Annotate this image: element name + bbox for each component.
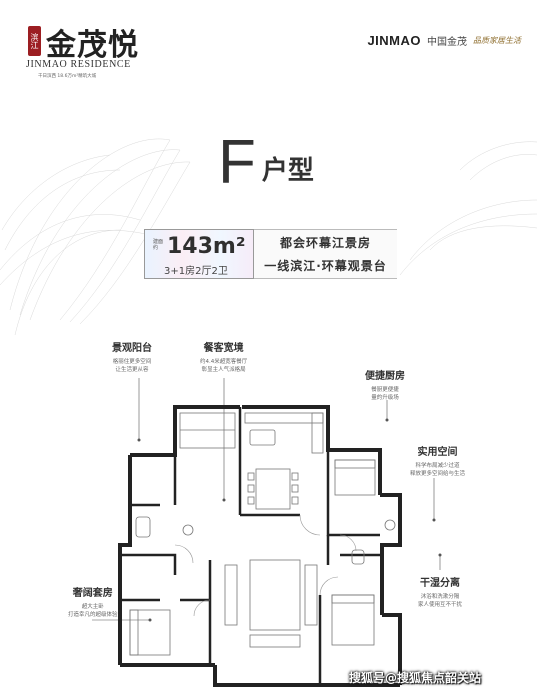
flower-line-art: [0, 138, 537, 336]
callout-dining: 餐客宽境 约4.4米超宽客餐厅 彰显主人气派格局: [200, 343, 248, 373]
feature-box: 都会环幕江景房 一线滨江·环幕观景台: [254, 229, 397, 279]
area-label: 建面约: [153, 239, 164, 251]
project-name-cn: 金茂悦: [46, 28, 139, 63]
floor-plan-drawing: [118, 405, 402, 687]
developer-name-cn: 中国金茂: [427, 36, 467, 48]
developer-slogan: 品质家居生活: [473, 35, 521, 45]
unit-type-heading: F 户型: [218, 124, 314, 194]
developer-logo: JINMAO 中国金茂 品质家居生活: [367, 28, 521, 52]
project-tagline: 千日滨西 18.6万m²精筑大城: [38, 74, 97, 79]
project-name-en: JINMAO RESIDENCE: [26, 59, 131, 70]
callout-suite: 奢阔套房 超大主卧 打造幸凡的超级体验: [68, 588, 118, 618]
area-value: 143m²: [167, 234, 246, 259]
area-box: 建面约 143m² 3+1房2厅2卫: [144, 229, 254, 279]
project-logo: 滨江 金茂悦 JINMAO RESIDENCE 千日滨西 18.6万m²精筑大城: [18, 18, 188, 80]
feature-line-2: 一线滨江·环幕观景台: [264, 259, 387, 273]
developer-name-en: JINMAO: [367, 32, 421, 48]
watermark-text: 搜狐号@搜狐焦点韶关站: [349, 671, 482, 685]
feature-line-1: 都会环幕江景房: [279, 236, 371, 250]
callout-utility: 实用空间 科学布局减少过道 释放更多空间给与生活: [410, 447, 466, 477]
unit-type-letter: F: [218, 128, 256, 197]
callout-balcony: 景观阳台 格丽住更多空间 让生活更从容: [112, 343, 152, 373]
callout-kitchen: 便捷厨房 餐厨更便捷 量的升级场: [365, 371, 405, 401]
logo-seal: 滨江: [28, 26, 41, 56]
area-band: 建面约 143m² 3+1房2厅2卫 都会环幕江景房 一线滨江·环幕观景台: [144, 229, 397, 279]
room-layout: 3+1房2厅2卫: [164, 266, 228, 277]
unit-type-word: 户型: [261, 156, 314, 186]
callout-wet-dry: 干湿分离 沐浴和洗漱分隔 家人使用互不干扰: [418, 578, 463, 608]
